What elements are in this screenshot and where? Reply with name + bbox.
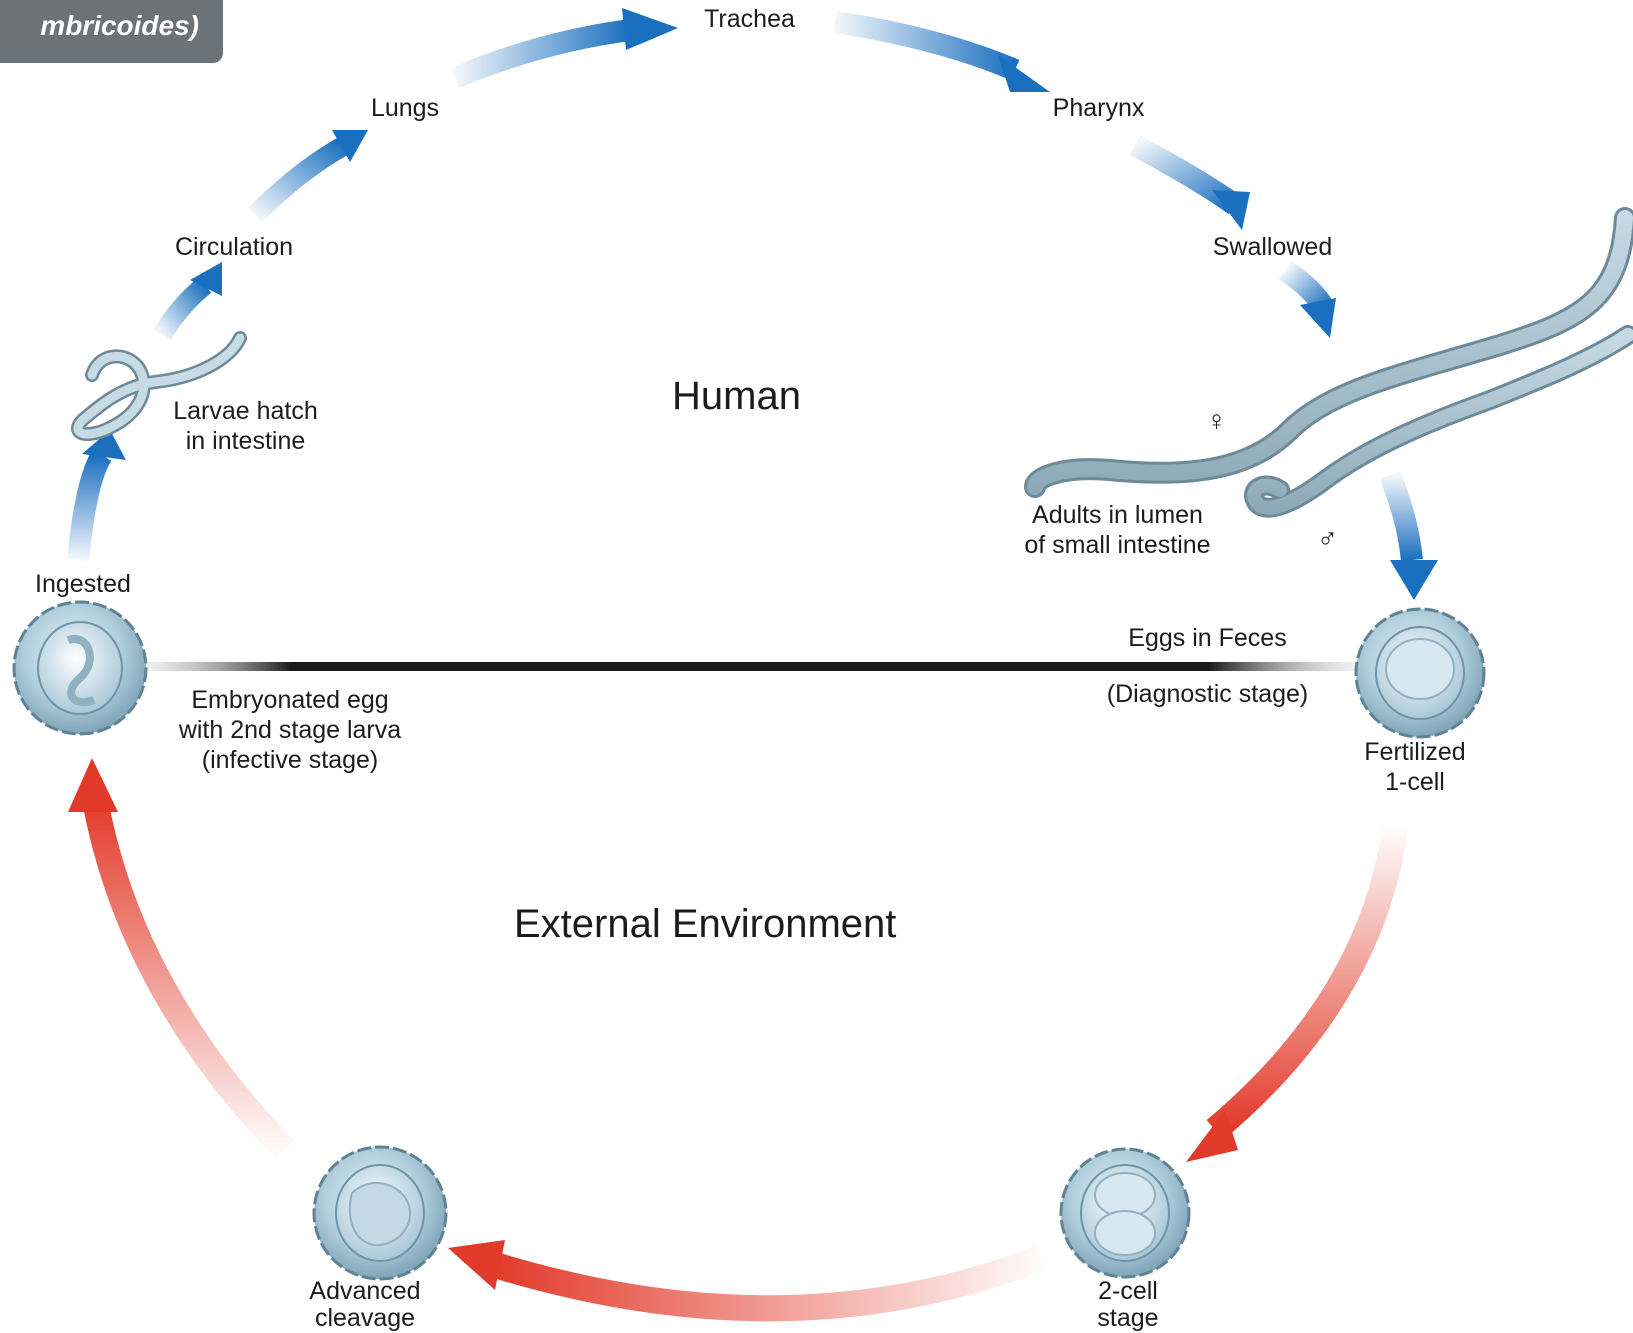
adult-worm-male: [1244, 325, 1633, 518]
label-fertilized-line2: 1-cell: [1385, 768, 1445, 796]
male-symbol: ♂: [1317, 523, 1338, 554]
label-diagnostic-stage: (Diagnostic stage): [1106, 680, 1309, 708]
label-larvae-line2: in intestine: [185, 427, 306, 455]
arrow-larvae-to-circulation: [153, 262, 222, 341]
region-human: Human: [672, 374, 801, 418]
arrow-fertilized-to-2cell: [1186, 828, 1408, 1162]
label-adults-line1: Adults in lumen: [1032, 501, 1203, 529]
human-external-divider: [95, 662, 1405, 671]
arrow-adults-to-eggs: [1379, 470, 1438, 600]
label-larvae-line1: Larvae hatch: [173, 397, 318, 425]
arrow-circulation-to-lungs: [247, 130, 368, 223]
label-2cell-line2: stage: [1097, 1304, 1159, 1332]
label-trachea: Trachea: [704, 5, 795, 33]
label-swallowed: Swallowed: [1212, 233, 1333, 261]
arrow-advanced-to-embryonated: [68, 758, 295, 1160]
label-embryonated-line3: (infective stage): [201, 746, 379, 774]
label-ingested: Ingested: [35, 570, 131, 598]
arrow-trachea-to-pharynx: [833, 11, 1050, 92]
title-text: mbricoides): [40, 10, 199, 41]
label-embryonated-line2: with 2nd stage larva: [178, 716, 402, 744]
title-tab: mbricoides): [0, 0, 223, 63]
region-external: External Environment: [514, 902, 897, 946]
label-eggs-in-feces: Eggs in Feces: [1128, 624, 1287, 652]
arrow-pharynx-to-swallowed: [1129, 135, 1250, 230]
label-fertilized-line1: Fertilized: [1364, 738, 1466, 766]
label-advanced-line2: cleavage: [314, 1304, 416, 1332]
arrow-ingested-to-larvae: [67, 430, 126, 562]
label-pharynx: Pharynx: [1052, 94, 1145, 122]
egg-2cell: [1059, 1147, 1191, 1279]
larva-illustration: [71, 331, 247, 442]
label-2cell-line1: 2-cell: [1098, 1277, 1158, 1305]
egg-embryonated: [12, 600, 148, 736]
arrow-2cell-to-advanced: [448, 1240, 1045, 1322]
label-advanced-line1: Advanced: [309, 1277, 421, 1305]
egg-fertilized-1cell: [1354, 607, 1486, 739]
arrow-swallowed-to-adults: [1278, 260, 1336, 338]
adult-worm-female: [1024, 207, 1633, 498]
female-symbol: ♀: [1206, 405, 1227, 436]
label-embryonated-line1: Embryonated egg: [191, 686, 389, 714]
label-circulation: Circulation: [174, 233, 294, 261]
egg-advanced-cleavage: [312, 1145, 448, 1281]
label-lungs: Lungs: [370, 94, 440, 122]
arrow-lungs-to-trachea: [450, 8, 678, 89]
label-adults-line2: of small intestine: [1024, 531, 1211, 559]
